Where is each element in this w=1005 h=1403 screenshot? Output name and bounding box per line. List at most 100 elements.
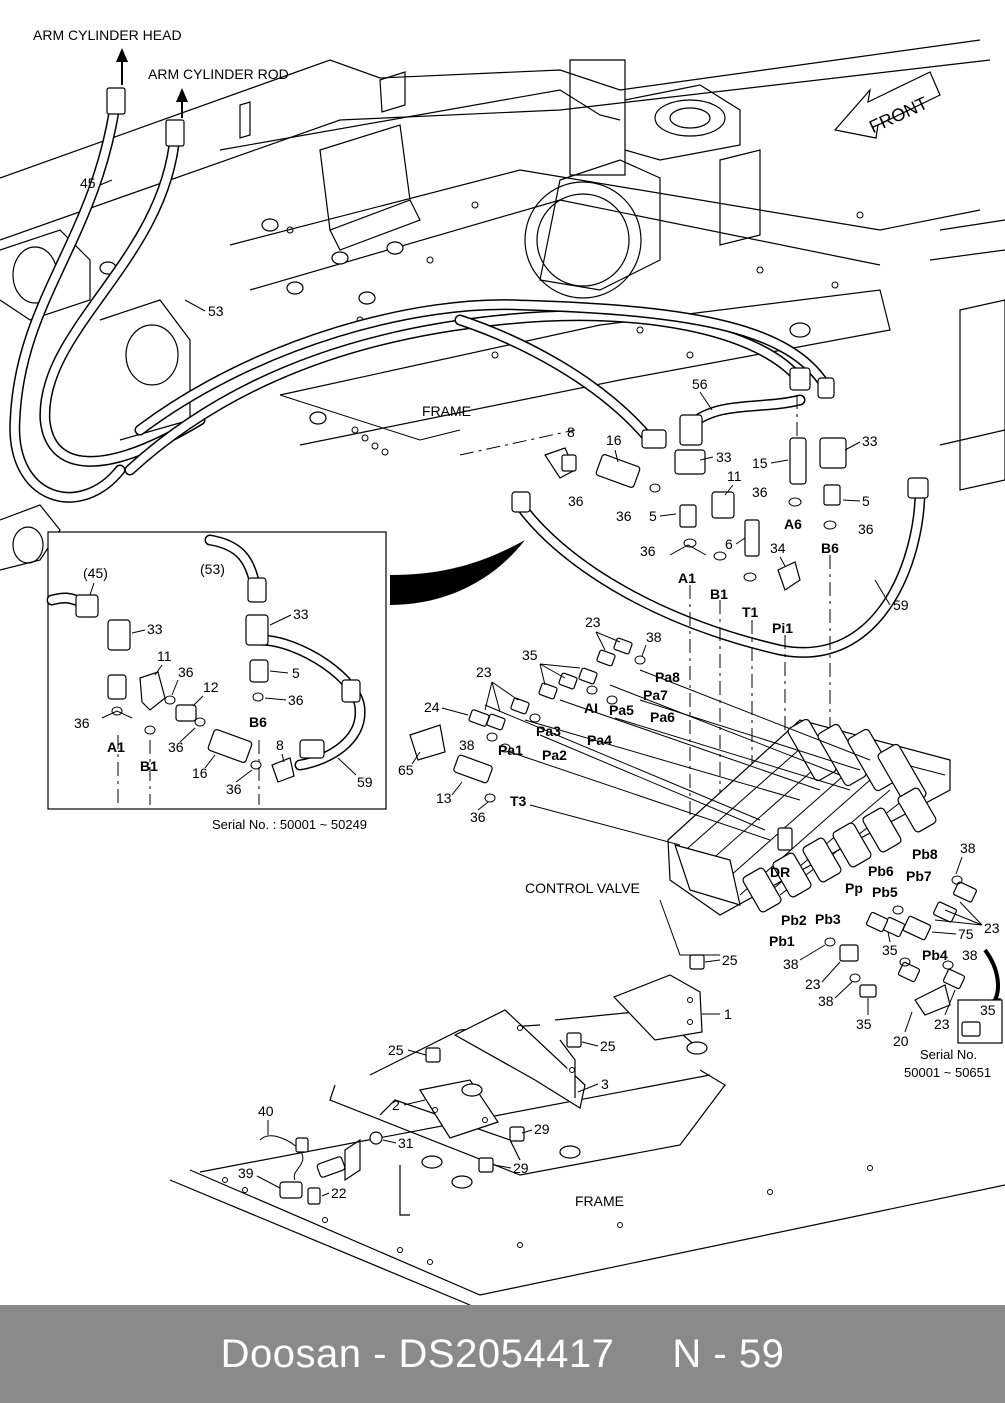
port-B1: B1: [710, 586, 728, 602]
serial-right-label-1: Serial No.: [920, 1047, 977, 1062]
callout-34: 34: [770, 540, 786, 556]
callout-25c: 25: [388, 1042, 404, 1058]
inset-36a: 36: [178, 664, 194, 680]
callout-75: 75: [958, 926, 974, 942]
port-Pb5: Pb5: [872, 884, 898, 900]
callout-13: 13: [436, 790, 452, 806]
port-AI: AI: [584, 700, 598, 716]
callout-23d: 23: [805, 976, 821, 992]
upper-fittings: [511, 367, 929, 591]
inset-callouts: (45) (53) 33 33 11 36 12 5 36 36 36 16 3…: [74, 561, 373, 797]
callout-2: 2: [392, 1097, 400, 1113]
control-valve-label: CONTROL VALVE: [525, 880, 640, 896]
callout-59: 59: [893, 597, 909, 613]
callout-8: 8: [567, 424, 575, 440]
inset-33a: 33: [147, 621, 163, 637]
callout-23a: 23: [585, 614, 601, 630]
callout-35c: 35: [856, 1016, 872, 1032]
inset-16: 16: [192, 765, 208, 781]
arm-cylinder-rod-label: ARM CYLINDER ROD: [148, 66, 289, 82]
callout-11: 11: [727, 468, 742, 484]
inset-36c: 36: [74, 715, 90, 731]
callout-22: 22: [331, 1185, 347, 1201]
callout-56: 56: [692, 376, 708, 392]
port-labels: A6 B6 A1 B1 T1 Pi1 Pa8 Pa7 Pa6 Pa5 AI Pa…: [498, 516, 948, 963]
callout-25a: 25: [722, 952, 738, 968]
arm-cylinder-head-label: ARM CYLINDER HEAD: [33, 27, 182, 43]
callout-35a: 35: [522, 647, 538, 663]
footer-separator: -: [361, 1331, 399, 1376]
callout-45: 45: [80, 175, 96, 191]
callout-33b: 33: [862, 433, 878, 449]
inset-33b: 33: [293, 606, 309, 622]
footer-text: Doosan - DS2054417 N - 59: [221, 1332, 785, 1377]
frame-label-bottom: FRAME: [575, 1193, 624, 1209]
port-Pb2: Pb2: [781, 912, 807, 928]
port-Pa6: Pa6: [650, 709, 675, 725]
callout-38c: 38: [960, 840, 976, 856]
callout-5b: 5: [862, 493, 870, 509]
callout-33a: 33: [716, 449, 732, 465]
callout-24: 24: [424, 699, 440, 715]
footer-bar: Doosan - DS2054417 N - 59: [0, 1305, 1005, 1403]
port-Pb4: Pb4: [922, 947, 948, 963]
serial-left-label: Serial No. : 50001 ~ 50249: [212, 817, 367, 832]
port-Pb6: Pb6: [868, 863, 894, 879]
callout-39: 39: [238, 1165, 254, 1181]
callout-36-b: 36: [752, 484, 768, 500]
footer-part-code: DS2054417: [398, 1331, 615, 1376]
inset-59: 59: [357, 774, 373, 790]
serial-right-label-2: 50001 ~ 50651: [904, 1065, 991, 1080]
inset-port-B6: B6: [249, 714, 267, 730]
callout-29b: 29: [513, 1160, 529, 1176]
port-Pi1: Pi1: [772, 620, 793, 636]
frame-label-top: FRAME: [422, 403, 471, 419]
callout-23c: 23: [984, 920, 1000, 936]
port-Pb1: Pb1: [769, 933, 795, 949]
callout-38d: 38: [962, 947, 978, 963]
callout-35b: 35: [882, 942, 898, 958]
inset-36b: 36: [288, 692, 304, 708]
port-Pa7: Pa7: [643, 687, 668, 703]
callout-23b: 23: [476, 664, 492, 680]
footer-brand: Doosan: [220, 1331, 362, 1376]
port-A1: A1: [678, 570, 696, 586]
callout-36-f: 36: [470, 809, 486, 825]
callout-23e: 23: [934, 1016, 950, 1032]
valve-spools: [742, 718, 937, 913]
callout-38f: 38: [818, 993, 834, 1009]
inset-36d: 36: [168, 739, 184, 755]
port-Pa2: Pa2: [542, 747, 567, 763]
callout-15: 15: [752, 455, 768, 471]
inset-left: [46, 531, 387, 810]
callout-35d: 35: [980, 1002, 996, 1018]
inset-36e: 36: [226, 781, 242, 797]
inset-port-A1: A1: [107, 739, 125, 755]
port-T3: T3: [510, 793, 527, 809]
port-Pp: Pp: [845, 880, 863, 896]
part-callouts: 45 53 56 8 16 33 33 11 15 36 36 36 36 36…: [80, 175, 1000, 1201]
callout-5a: 5: [649, 508, 657, 524]
callout-38e: 38: [783, 956, 799, 972]
inset-5: 5: [292, 665, 300, 681]
callout-25b: 25: [600, 1038, 616, 1054]
port-Pb7: Pb7: [906, 868, 932, 884]
inset-right: [957, 999, 1003, 1044]
port-Pa4: Pa4: [587, 732, 612, 748]
footer-spacer: [614, 1332, 672, 1376]
footer-page: N - 59: [672, 1331, 785, 1376]
inset-port-B1: B1: [140, 758, 158, 774]
front-arrow: FRONT: [833, 71, 941, 139]
callout-3: 3: [601, 1076, 609, 1092]
port-DR: DR: [770, 864, 790, 880]
control-valve: [667, 718, 951, 916]
port-Pa3: Pa3: [536, 723, 561, 739]
diagram-labels: ARM CYLINDER HEAD ARM CYLINDER ROD FRAME…: [33, 27, 991, 1209]
callout-36-d: 36: [858, 521, 874, 537]
callout-1: 1: [724, 1006, 732, 1022]
callout-40: 40: [258, 1103, 274, 1119]
lower-frame: [169, 954, 1005, 1305]
callout-53: 53: [208, 303, 224, 319]
port-Pa1: Pa1: [498, 742, 523, 758]
callout-swoosh: [390, 540, 525, 605]
